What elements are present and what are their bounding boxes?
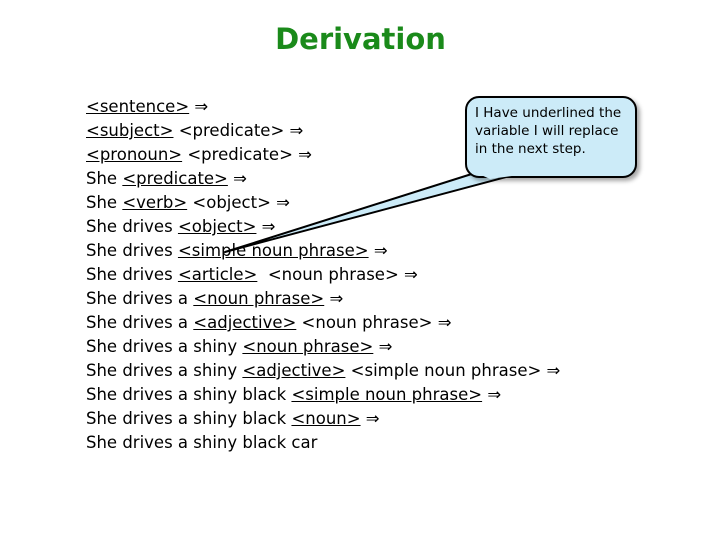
step-prefix: She drives a shiny [86, 337, 243, 356]
callout-bubble: I Have underlined the variable I will re… [465, 96, 637, 178]
derivation-line: She drives a shiny black <simple noun ph… [86, 383, 560, 407]
step-underlined-variable: <noun phrase> [193, 289, 325, 308]
step-suffix: ⇒ [189, 97, 209, 116]
step-suffix: <object> ⇒ [187, 193, 290, 212]
step-prefix: She drives a shiny black [86, 385, 292, 404]
derivation-steps: <sentence> ⇒<subject> <predicate> ⇒<pron… [86, 95, 560, 455]
step-underlined-variable: <object> [177, 217, 257, 236]
step-suffix: ⇒ [373, 337, 393, 356]
step-underlined-variable: <noun phrase> [242, 337, 374, 356]
derivation-line: She <verb> <object> ⇒ [86, 191, 560, 215]
step-suffix: ⇒ [227, 169, 247, 188]
step-prefix: She drives a shiny [86, 361, 243, 380]
step-suffix: <noun phrase> ⇒ [296, 313, 452, 332]
step-suffix: <simple noun phrase> ⇒ [345, 361, 561, 380]
derivation-line: <pronoun> <predicate> ⇒ [86, 143, 560, 167]
derivation-line: She drives a shiny <adjective> <simple n… [86, 359, 560, 383]
step-suffix: <predicate> ⇒ [182, 145, 312, 164]
callout-text: I Have underlined the variable I will re… [475, 105, 622, 157]
derivation-line: She drives a shiny black car [86, 431, 560, 455]
step-prefix: She drives [86, 241, 178, 260]
step-suffix: ⇒ [256, 217, 276, 236]
step-prefix: She [86, 169, 123, 188]
step-prefix: She drives [86, 217, 178, 236]
step-prefix: She drives a shiny black car [86, 433, 318, 452]
step-underlined-variable: <subject> [86, 121, 174, 140]
step-suffix: ⇒ [360, 409, 380, 428]
step-prefix: She [86, 193, 123, 212]
derivation-line: She drives a <adjective> <noun phrase> ⇒ [86, 311, 560, 335]
derivation-line: <subject> <predicate> ⇒ [86, 119, 560, 143]
step-underlined-variable: <noun> [291, 409, 361, 428]
step-prefix: She drives a [86, 289, 194, 308]
step-suffix: <predicate> ⇒ [173, 121, 304, 140]
derivation-line: She <predicate> ⇒ [86, 167, 560, 191]
step-underlined-variable: <article> [177, 265, 258, 284]
step-underlined-variable: <adjective> [193, 313, 297, 332]
page-title: Derivation [275, 22, 446, 56]
step-underlined-variable: <verb> [122, 193, 188, 212]
step-suffix: ⇒ [482, 385, 502, 404]
step-suffix: <noun phrase> ⇒ [257, 265, 418, 284]
step-underlined-variable: <sentence> [86, 97, 190, 116]
step-prefix: She drives a shiny black [86, 409, 292, 428]
derivation-line: She drives <object> ⇒ [86, 215, 560, 239]
derivation-line: She drives a shiny <noun phrase> ⇒ [86, 335, 560, 359]
step-prefix: She drives [86, 265, 178, 284]
step-suffix: ⇒ [368, 241, 388, 260]
step-underlined-variable: <pronoun> [86, 145, 183, 164]
step-suffix: ⇒ [324, 289, 344, 308]
derivation-line: <sentence> ⇒ [86, 95, 560, 119]
derivation-line: She drives <article> <noun phrase> ⇒ [86, 263, 560, 287]
derivation-line: She drives a <noun phrase> ⇒ [86, 287, 560, 311]
step-underlined-variable: <adjective> [242, 361, 346, 380]
step-underlined-variable: <predicate> [122, 169, 228, 188]
derivation-line: She drives <simple noun phrase> ⇒ [86, 239, 560, 263]
step-underlined-variable: <simple noun phrase> [291, 385, 483, 404]
step-prefix: She drives a [86, 313, 194, 332]
derivation-line: She drives a shiny black <noun> ⇒ [86, 407, 560, 431]
step-underlined-variable: <simple noun phrase> [177, 241, 369, 260]
